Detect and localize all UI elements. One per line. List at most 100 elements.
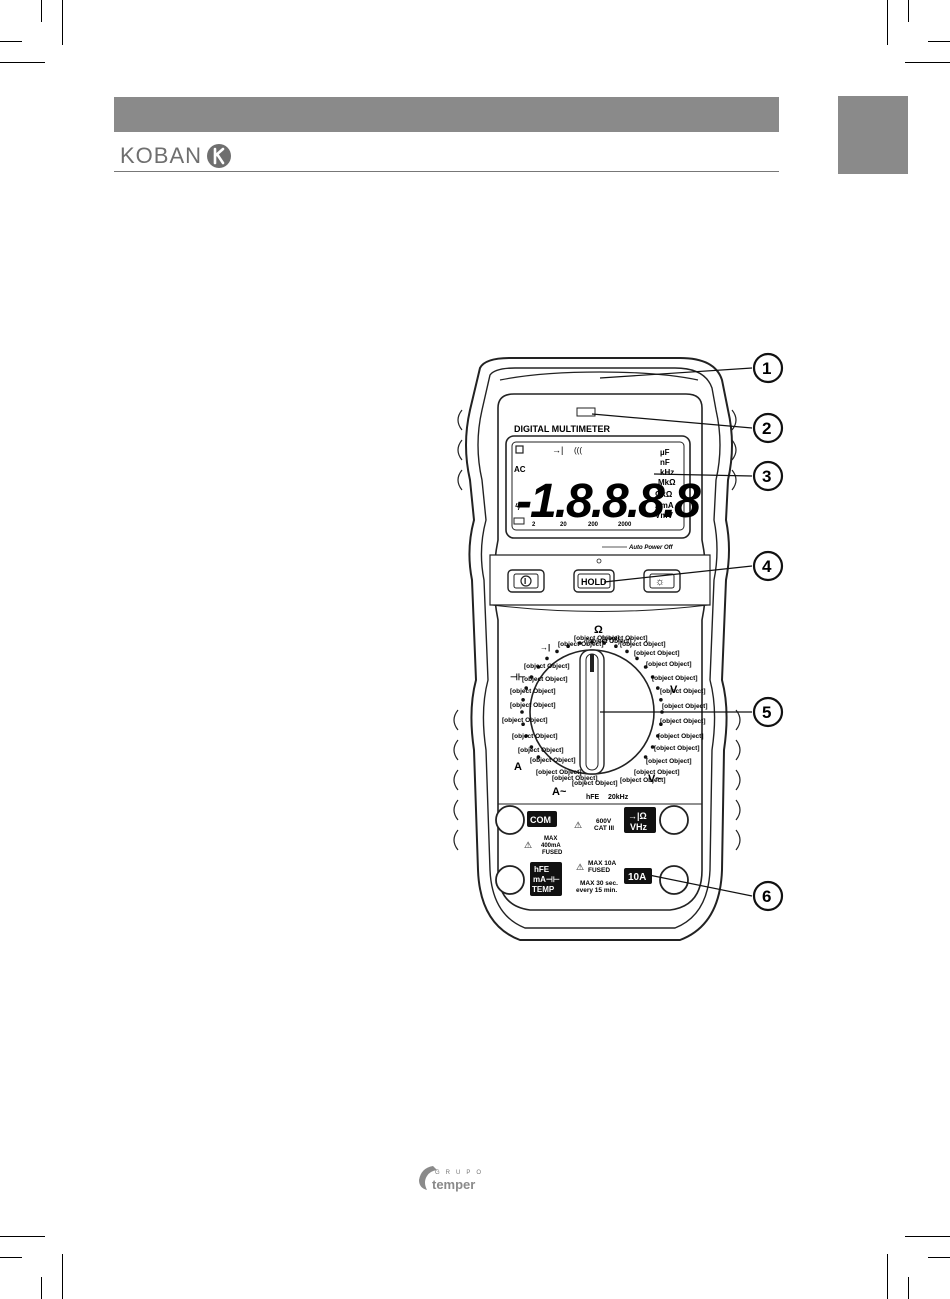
lcd-diode-icon: →| bbox=[552, 445, 563, 455]
svg-text:[object Object]: [object Object] bbox=[524, 663, 570, 670]
svg-text:[object Object]: [object Object] bbox=[646, 661, 692, 668]
dial-ticks bbox=[520, 640, 664, 759]
svg-text:200: 200 bbox=[588, 522, 599, 528]
com-label: COM bbox=[530, 815, 551, 825]
lcd-ac-label: AC bbox=[514, 465, 526, 474]
callout-circle bbox=[752, 460, 784, 492]
crop-mark bbox=[887, 0, 888, 45]
unit-label: AmA bbox=[655, 501, 674, 510]
lcd-ranges: 2 20 200 2000 bbox=[532, 522, 632, 528]
header-bar bbox=[114, 97, 779, 132]
crop-mark bbox=[905, 62, 950, 63]
svg-text:[object Object]: [object Object] bbox=[652, 675, 698, 682]
svg-text:[object Object]: [object Object] bbox=[620, 777, 666, 784]
cat-rating: CAT III bbox=[594, 825, 614, 832]
footer-temper: temper bbox=[432, 1177, 476, 1192]
callout-number: 1 bbox=[762, 359, 771, 378]
svg-text:[object Object]: [object Object] bbox=[522, 676, 568, 683]
svg-text:[object Object]: [object Object] bbox=[502, 717, 548, 724]
hold-indicator bbox=[515, 445, 524, 454]
svg-text:[object Object]: [object Object] bbox=[510, 702, 556, 709]
aac-label: A~ bbox=[552, 786, 567, 798]
backlight-button[interactable]: ☼ bbox=[643, 569, 681, 593]
dial-ohm-label: Ω bbox=[594, 624, 603, 636]
svg-text:[object Object]: [object Object] bbox=[662, 703, 708, 710]
brand-name: KOBAN bbox=[120, 143, 203, 168]
temp-terminal-label: TEMP bbox=[532, 885, 555, 894]
brand-k-icon bbox=[207, 144, 232, 168]
dial-tick bbox=[520, 710, 524, 714]
ma-max-1: MAX bbox=[544, 836, 557, 842]
hold-led bbox=[596, 558, 602, 564]
cap-icon: ⊣⊢ bbox=[510, 672, 526, 682]
svg-text:[object Object]: [object Object] bbox=[574, 635, 620, 642]
hfe-label: hFE bbox=[586, 794, 600, 801]
dial-tick bbox=[521, 698, 525, 702]
svg-text:[object Object]: [object Object] bbox=[586, 638, 632, 645]
svg-text:[object Object]: [object Object] bbox=[620, 641, 666, 648]
hfe-terminal-label: hFE bbox=[534, 865, 550, 874]
header-rule bbox=[114, 171, 779, 172]
crop-mark bbox=[0, 41, 22, 42]
crop-mark bbox=[0, 1236, 45, 1237]
power-button[interactable]: I bbox=[507, 569, 545, 593]
crop-mark bbox=[62, 1254, 63, 1299]
ten-a-label: 10A bbox=[628, 872, 646, 883]
a-max-1: MAX 10A bbox=[588, 860, 616, 867]
unit-label: ΩkΩ bbox=[655, 490, 673, 499]
callout-number: 6 bbox=[762, 887, 771, 906]
dial-tick bbox=[614, 644, 618, 648]
time-limit-1: MAX 30 sec. bbox=[580, 880, 618, 887]
dial-tick bbox=[536, 755, 541, 759]
dial-tick bbox=[602, 641, 606, 645]
lcd-hv-icon: ϟ bbox=[515, 502, 521, 513]
lcd-buzzer-icon: ((( bbox=[574, 446, 582, 455]
hold-button[interactable]: HOLD bbox=[573, 569, 615, 593]
unit-label: nF bbox=[660, 458, 670, 467]
svg-text:[object Object]: [object Object] bbox=[536, 769, 582, 776]
cat-voltage: 600V bbox=[596, 818, 612, 825]
dial-tick bbox=[536, 665, 541, 669]
grupo-temper-logo bbox=[419, 1166, 437, 1190]
dial-tick bbox=[566, 644, 570, 648]
svg-text:[object Object]: [object Object] bbox=[530, 757, 576, 764]
com-jack[interactable] bbox=[495, 805, 525, 835]
ma-terminal-label: mA⊣⊢ bbox=[533, 874, 560, 884]
ma-max-3: FUSED bbox=[542, 850, 563, 856]
unit-label: VmV bbox=[655, 511, 673, 520]
crop-mark bbox=[62, 0, 63, 45]
callout-circle bbox=[752, 412, 784, 444]
power-icon: I bbox=[524, 577, 526, 586]
v-ohm-label-bottom: VHz bbox=[630, 822, 648, 832]
ma-jack[interactable] bbox=[495, 865, 525, 895]
section-tab bbox=[838, 96, 908, 174]
crop-mark bbox=[41, 1277, 42, 1299]
lcd-screen bbox=[511, 441, 685, 531]
dial-tick bbox=[578, 641, 582, 645]
unit-label: µF bbox=[660, 448, 670, 457]
dial-tick bbox=[659, 722, 663, 726]
brand-logo: KOBAN bbox=[120, 139, 232, 173]
callout-circle bbox=[752, 880, 784, 912]
callout-number: 4 bbox=[762, 557, 772, 576]
dial-tick bbox=[529, 745, 534, 749]
ma-warn-icon: ⚠ bbox=[524, 840, 532, 850]
callout-number: 5 bbox=[762, 703, 771, 722]
svg-text:[object Object]: [object Object] bbox=[634, 650, 680, 657]
crop-mark bbox=[905, 1236, 950, 1237]
side-grips bbox=[453, 409, 741, 851]
crop-mark bbox=[908, 1277, 909, 1299]
callout-circle bbox=[752, 550, 784, 582]
dial-tick bbox=[656, 734, 660, 738]
backlight-icon: ☼ bbox=[655, 576, 665, 588]
dial-tick bbox=[524, 734, 528, 738]
dial-tick bbox=[590, 640, 594, 644]
footer-grupo: GRUPO bbox=[435, 1170, 488, 1176]
svg-text:[object Object]: [object Object] bbox=[512, 733, 558, 740]
crop-mark bbox=[908, 0, 909, 22]
v-ohm-jack[interactable] bbox=[659, 805, 689, 835]
dial-tick bbox=[650, 675, 655, 679]
dial-tick bbox=[659, 698, 663, 702]
lcd-units: µF nF kHz MkΩ ΩkΩ AmA VmV bbox=[655, 448, 676, 520]
